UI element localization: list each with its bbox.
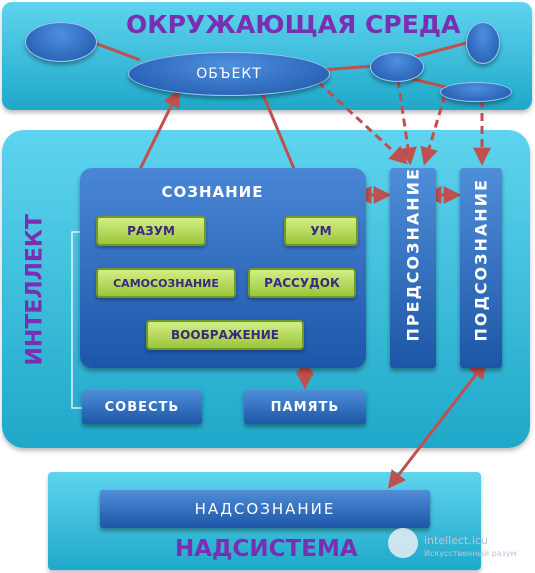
subconscious-box	[460, 168, 502, 368]
conscience-box: СОВЕСТЬ	[82, 390, 202, 424]
environment-node-bottom-right	[440, 82, 512, 102]
watermark-tagline: Искусственный разум	[424, 549, 517, 558]
environment-title: ОКРУЖАЮЩАЯ СРЕДА	[126, 10, 461, 39]
memory-box: ПАМЯТЬ	[244, 390, 366, 424]
subconscious-label: ПОДСОЗНАНИЕ	[471, 178, 491, 342]
self-awareness-box: САМОСОЗНАНИЕ	[96, 268, 236, 298]
judgment-box: РАССУДОК	[248, 268, 356, 298]
watermark-site: intellect.icu	[424, 534, 488, 547]
superconscious-box: НАДСОЗНАНИЕ	[100, 490, 430, 528]
intellect-title: ИНТЕЛЛЕКТ	[22, 214, 48, 366]
object-node: ОБЪЕКТ	[128, 52, 330, 96]
environment-node-left	[25, 22, 97, 62]
preconscious-box	[390, 168, 436, 368]
consciousness-title: СОЗНАНИЕ	[161, 183, 264, 201]
double-links	[296, 186, 487, 489]
reason-box: РАЗУМ	[96, 216, 206, 246]
mind-box: УМ	[284, 216, 358, 246]
supersystem-title: НАДСИСТЕМА	[175, 536, 358, 562]
dashed-links	[316, 79, 491, 166]
object-label: ОБЪЕКТ	[196, 66, 262, 82]
preconscious-label: ПРЕДСОЗНАНИЕ	[403, 167, 423, 342]
environment-node-top-right	[466, 22, 500, 64]
environment-node-mid	[370, 52, 424, 82]
watermark-logo-icon	[388, 528, 418, 558]
imagination-box: ВООБРАЖЕНИЕ	[146, 320, 304, 350]
